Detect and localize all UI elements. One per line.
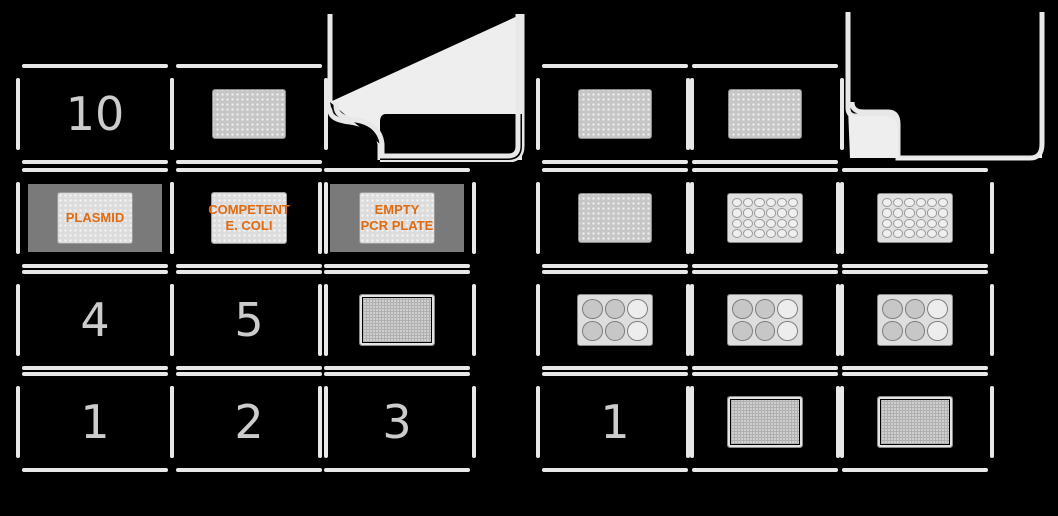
slot-number: 10 <box>65 87 125 141</box>
384-well-plate <box>877 396 953 448</box>
96-well-plate <box>578 193 652 243</box>
right-slot-8[interactable] <box>686 168 844 268</box>
slot-9[interactable]: EMPTY PCR PLATE <box>318 168 476 268</box>
right-slot-1[interactable]: 1 <box>536 372 694 472</box>
reagent-highlight: PLASMID <box>28 184 162 252</box>
96-well-plate <box>728 89 802 139</box>
slot-5[interactable]: 5 <box>170 270 328 370</box>
96-well-plate <box>578 89 652 139</box>
24-well-plate <box>727 193 803 243</box>
competent-ecoli-plate <box>211 192 287 244</box>
96-well-plate <box>212 89 286 139</box>
right-slot-10[interactable] <box>536 64 694 164</box>
slot-2[interactable]: 2 <box>170 372 328 472</box>
6-well-plate <box>577 294 653 346</box>
slot-number: 1 <box>80 395 110 449</box>
slot-3[interactable]: 3 <box>318 372 476 472</box>
slot-number: 4 <box>80 293 110 347</box>
right-slot-2[interactable] <box>686 372 844 472</box>
slot-10[interactable]: 10 <box>16 64 174 164</box>
trash-bin-left[interactable] <box>326 14 526 162</box>
24-well-plate <box>877 193 953 243</box>
slot-number: 5 <box>234 293 264 347</box>
384-well-plate <box>727 396 803 448</box>
right-slot-11[interactable] <box>686 64 844 164</box>
trash-bin-right[interactable] <box>844 12 1046 162</box>
slot-7[interactable]: PLASMID <box>16 168 174 268</box>
slot-6[interactable] <box>318 270 476 370</box>
right-slot-4[interactable] <box>536 270 694 370</box>
empty-pcr-label: EMPTY PCR PLATE <box>360 202 434 233</box>
plasmid-label: PLASMID <box>65 210 125 225</box>
slot-11[interactable] <box>170 64 328 164</box>
slot-1[interactable]: 1 <box>16 372 174 472</box>
384-well-plate <box>359 294 435 346</box>
slot-4[interactable]: 4 <box>16 270 174 370</box>
slot-number: 3 <box>382 395 412 449</box>
right-slot-3[interactable] <box>836 372 994 472</box>
plasmid-plate <box>57 192 133 244</box>
6-well-plate <box>877 294 953 346</box>
right-slot-6[interactable] <box>836 270 994 370</box>
right-slot-9[interactable] <box>836 168 994 268</box>
right-slot-5[interactable] <box>686 270 844 370</box>
slot-8[interactable]: COMPETENT E. COLI <box>170 168 328 268</box>
slot-number: 1 <box>600 395 630 449</box>
competent-ecoli-label: COMPETENT E. COLI <box>208 202 290 233</box>
empty-pcr-plate <box>359 192 435 244</box>
right-slot-7[interactable] <box>536 168 694 268</box>
slot-number: 2 <box>234 395 264 449</box>
reagent-highlight: EMPTY PCR PLATE <box>330 184 464 252</box>
6-well-plate <box>727 294 803 346</box>
